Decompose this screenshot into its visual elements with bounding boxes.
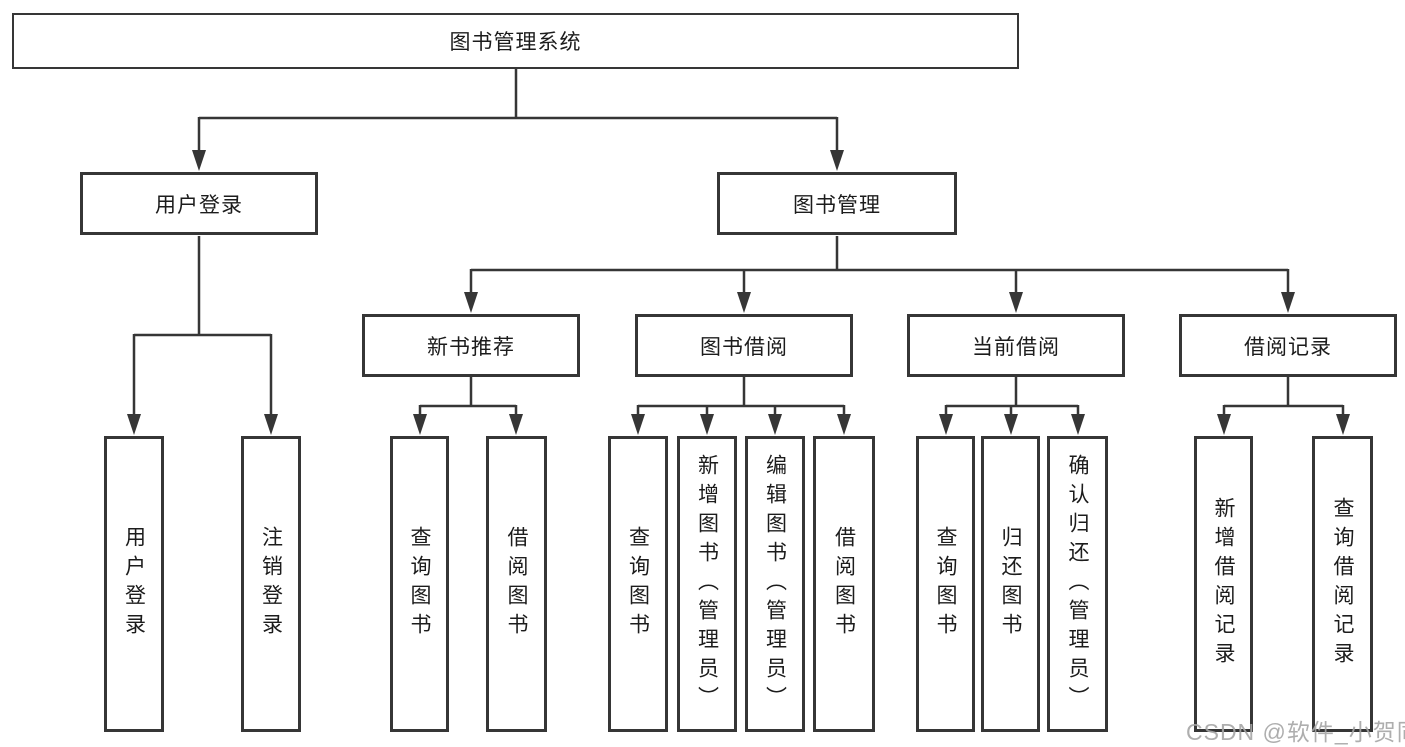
node-current-borrowing: 当前借阅 (907, 314, 1125, 377)
leaf-borrowing-add-books-admin: 新增图书（管理员） (677, 436, 737, 732)
node-current-borrowing-label: 当前借阅 (972, 335, 1060, 359)
leaf-newbook-query-books: 查询图书 (390, 436, 449, 732)
node-book-management-label: 图书管理 (793, 193, 881, 217)
leaf-newbook-borrow-books: 借阅图书 (486, 436, 547, 732)
node-user-login: 用户登录 (80, 172, 318, 235)
node-book-borrowing: 图书借阅 (635, 314, 853, 377)
node-book-management: 图书管理 (717, 172, 957, 235)
leaf-current-query-books-label: 查询图书 (934, 526, 957, 642)
leaf-newbook-borrow-books-label: 借阅图书 (505, 526, 528, 642)
node-borrowing-records: 借阅记录 (1179, 314, 1397, 377)
node-new-book-recommend-label: 新书推荐 (427, 335, 515, 359)
node-new-book-recommend: 新书推荐 (362, 314, 580, 377)
leaf-current-confirm-return-admin-label: 确认归还（管理员） (1066, 453, 1089, 715)
leaf-borrowing-borrow-books-label: 借阅图书 (832, 526, 856, 642)
leaf-records-query-record-label: 查询借阅记录 (1331, 497, 1354, 671)
leaf-borrowing-add-books-admin-label: 新增图书（管理员） (695, 453, 719, 715)
leaf-borrowing-query-books-label: 查询图书 (626, 526, 650, 642)
leaf-borrowing-edit-books-admin-label: 编辑图书（管理员） (763, 453, 787, 715)
node-root: 图书管理系统 (12, 13, 1019, 69)
node-user-login-label: 用户登录 (155, 193, 243, 217)
node-borrowing-records-label: 借阅记录 (1244, 335, 1332, 359)
leaf-current-return-books: 归还图书 (981, 436, 1040, 732)
csdn-watermark: CSDN @软件_小贺同学 (1186, 719, 1405, 745)
leaf-borrowing-query-books: 查询图书 (608, 436, 668, 732)
leaf-newbook-query-books-label: 查询图书 (408, 526, 431, 642)
leaf-current-return-books-label: 归还图书 (999, 526, 1022, 642)
leaf-current-confirm-return-admin: 确认归还（管理员） (1047, 436, 1108, 732)
leaf-user-login-label: 用户登录 (122, 526, 146, 642)
node-root-label: 图书管理系统 (449, 31, 582, 54)
leaf-records-add-record: 新增借阅记录 (1194, 436, 1253, 732)
leaf-records-add-record-label: 新增借阅记录 (1212, 497, 1235, 671)
leaf-current-query-books: 查询图书 (916, 436, 975, 732)
node-book-borrowing-label: 图书借阅 (700, 335, 788, 359)
leaf-borrowing-borrow-books: 借阅图书 (813, 436, 875, 732)
leaf-logout-label: 注销登录 (259, 526, 283, 642)
leaf-borrowing-edit-books-admin: 编辑图书（管理员） (745, 436, 805, 732)
leaf-user-login: 用户登录 (104, 436, 164, 732)
leaf-records-query-record: 查询借阅记录 (1312, 436, 1373, 732)
leaf-logout: 注销登录 (241, 436, 301, 732)
